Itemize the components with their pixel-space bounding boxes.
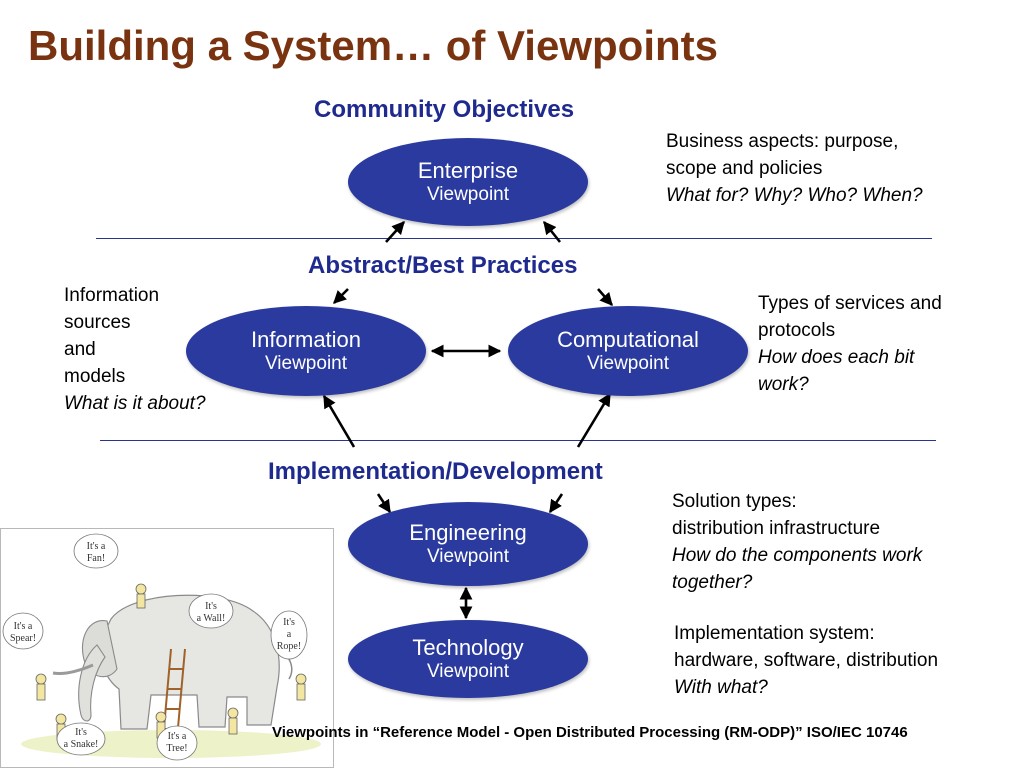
note-line: hardware, software, distribution bbox=[674, 650, 939, 671]
note-line: Information bbox=[64, 285, 160, 306]
computational-viewpoint-name: Computational bbox=[557, 327, 699, 352]
note-line: Implementation system: bbox=[674, 623, 875, 644]
note-question: What for? Why? Who? When? bbox=[666, 185, 923, 206]
speech-bubbles bbox=[2, 533, 308, 761]
enterprise-viewpoint: Enterprise Viewpoint bbox=[348, 138, 588, 226]
note-information: Information sources and models What is i… bbox=[64, 282, 264, 417]
information-viewpoint-sub: Viewpoint bbox=[264, 353, 348, 374]
note-line: sources bbox=[64, 312, 131, 333]
arrow-to-computational bbox=[597, 288, 613, 306]
section-implementation-development: Implementation/Development bbox=[268, 458, 603, 485]
bubble-tree-line1: It's a bbox=[168, 731, 187, 742]
note-line: Types of services and bbox=[758, 293, 942, 314]
note-question: How does each bit bbox=[758, 347, 915, 368]
arrow-to-engineering-left bbox=[376, 493, 392, 514]
note-line: protocols bbox=[758, 320, 836, 341]
elephant-cartoon: It's a Fan! It's a Wall! It's a Spear! I… bbox=[0, 528, 334, 768]
bubble-fan-line2: Fan! bbox=[87, 553, 105, 564]
bubble-fan-line1: It's a bbox=[87, 541, 106, 552]
note-line: Business aspects: purpose, bbox=[666, 131, 899, 152]
bubble-rope-line3: Rope! bbox=[277, 641, 301, 652]
computational-viewpoint-sub: Viewpoint bbox=[586, 353, 670, 374]
enterprise-viewpoint-name: Enterprise bbox=[417, 158, 519, 183]
computational-viewpoint: Computational Viewpoint bbox=[508, 306, 748, 396]
arrow-to-engineering-right bbox=[548, 493, 564, 514]
arrow-up-to-computational bbox=[576, 392, 612, 448]
arrow-to-enterprise-left bbox=[385, 221, 405, 243]
elephant-body bbox=[99, 594, 280, 730]
bubble-rope-line2: a bbox=[287, 629, 292, 640]
section-community-objectives: Community Objectives bbox=[314, 96, 575, 123]
technology-viewpoint-name: Technology bbox=[412, 635, 524, 660]
note-line: models bbox=[64, 366, 126, 387]
technology-viewpoint: Technology Viewpoint bbox=[348, 620, 588, 698]
footer-reference: Viewpoints in “Reference Model - Open Di… bbox=[272, 724, 908, 741]
divider-bottom bbox=[100, 440, 936, 441]
bubble-snake-line2: a Snake! bbox=[64, 739, 99, 750]
bubble-wall-line2: a Wall! bbox=[197, 613, 226, 624]
information-viewpoint: Information Viewpoint bbox=[186, 306, 426, 396]
note-line: scope and policies bbox=[666, 158, 823, 179]
enterprise-viewpoint-sub: Viewpoint bbox=[426, 184, 510, 205]
engineering-viewpoint-sub: Viewpoint bbox=[426, 546, 510, 567]
elephant-illustration: It's a Fan! It's a Wall! It's a Spear! I… bbox=[2, 533, 321, 761]
bubble-spear-line2: Spear! bbox=[10, 633, 36, 644]
note-line: Solution types: bbox=[672, 491, 797, 512]
note-line: distribution infrastructure bbox=[672, 518, 881, 539]
bubble-rope-line1: It's bbox=[283, 617, 295, 628]
arrow-to-information bbox=[333, 288, 349, 304]
bubble-snake-line1: It's bbox=[75, 727, 87, 738]
note-question: together? bbox=[672, 572, 753, 593]
engineering-viewpoint: Engineering Viewpoint bbox=[348, 502, 588, 586]
bubble-wall-line1: It's bbox=[205, 601, 217, 612]
note-line: and bbox=[64, 339, 96, 360]
note-question: What is it about? bbox=[64, 393, 206, 414]
note-engineering: Solution types: distribution infrastruct… bbox=[672, 488, 1012, 596]
elephant-tusk bbox=[52, 663, 94, 675]
bubble-tree-line2: Tree! bbox=[166, 743, 187, 754]
slide-title: Building a System… of Viewpoints bbox=[28, 22, 718, 69]
note-computational: Types of services and protocols How does… bbox=[758, 290, 1018, 398]
bubble-spear-line1: It's a bbox=[14, 621, 33, 632]
section-abstract-best-practices: Abstract/Best Practices bbox=[308, 252, 578, 279]
information-viewpoint-name: Information bbox=[250, 327, 362, 352]
note-technology: Implementation system: hardware, softwar… bbox=[674, 620, 1014, 701]
note-enterprise: Business aspects: purpose, scope and pol… bbox=[666, 128, 996, 209]
technology-viewpoint-sub: Viewpoint bbox=[426, 661, 510, 682]
engineering-viewpoint-name: Engineering bbox=[409, 520, 527, 545]
arrow-to-enterprise-right bbox=[542, 220, 562, 243]
note-question: How do the components work bbox=[672, 545, 923, 566]
note-question: With what? bbox=[674, 677, 768, 698]
divider-top bbox=[96, 238, 932, 239]
note-question: work? bbox=[758, 374, 809, 395]
arrow-up-to-information bbox=[322, 394, 356, 448]
elephant-trunk bbox=[78, 644, 106, 722]
